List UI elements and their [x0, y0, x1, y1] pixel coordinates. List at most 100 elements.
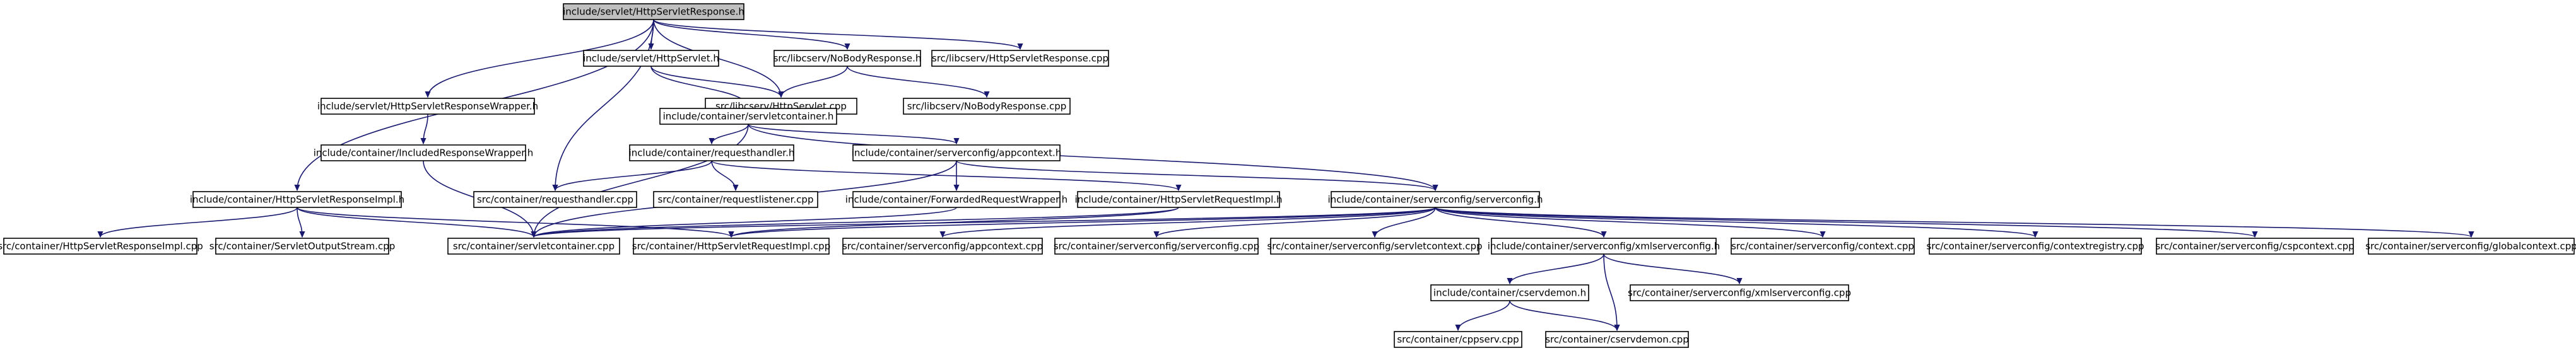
node-label: include/container/serverconfig/appcontex…	[852, 148, 1062, 159]
node-cservdemon-cpp[interactable]: src/container/cservdemon.cpp	[1545, 331, 1689, 348]
node-globalcontext-cpp[interactable]: src/container/serverconfig/globalcontext…	[2365, 238, 2576, 255]
node-servletoutputstream-cpp[interactable]: src/container/ServletOutputStream.cpp	[209, 238, 396, 255]
node-box	[852, 191, 1061, 208]
node-cspcontext-cpp[interactable]: src/container/serverconfig/cspcontext.cp…	[2155, 238, 2355, 255]
node-box	[1630, 284, 1849, 301]
node-label: include/container/HttpServletRequestImpl…	[1074, 194, 1282, 205]
node-box	[1054, 238, 1259, 255]
node-box	[842, 238, 1043, 255]
node-cservdemon-h[interactable]: include/container/cservdemon.h	[1430, 284, 1589, 301]
edge-xmlserverconfig-h-to-cservdemon-h	[1510, 253, 1604, 284]
edge-serverconfig-h-to-xmlserverconfig-h	[1435, 207, 1604, 237]
node-label: src/container/requestlistener.cpp	[658, 194, 814, 205]
edge-serverconfig-h-to-contextregistry-cpp	[1435, 207, 2035, 237]
node-label: src/container/serverconfig/servletcontex…	[1267, 241, 1482, 252]
node-reqimpl-cpp[interactable]: src/container/HttpServletRequestImpl.cpp	[632, 238, 830, 255]
edge-servletcontainer-h-to-requesthandler-h	[712, 124, 749, 144]
node-label: include/servlet/HttpServletResponseWrapp…	[317, 101, 538, 112]
node-label: src/container/serverconfig/xmlserverconf…	[1628, 287, 1851, 299]
edge-serverconfig-h-to-context-cpp	[1435, 207, 1823, 237]
node-servletcontainer-cpp[interactable]: src/container/servletcontainer.cpp	[447, 238, 620, 255]
node-nobody-h[interactable]: src/libcserv/NoBodyResponse.h	[773, 50, 922, 67]
node-box	[1929, 238, 2142, 255]
node-box	[1270, 238, 1479, 255]
node-label: include/container/serverconfig/xmlserver…	[1488, 241, 1720, 252]
node-label: src/container/serverconfig/cspcontext.cp…	[2155, 241, 2354, 252]
edge-reqimpl-h-to-servletcontainer-cpp	[534, 207, 1179, 237]
edge-serverconfig-h-to-servletcontext-cpp	[1375, 207, 1436, 237]
node-serverconfig-h[interactable]: include/container/serverconfig/servercon…	[1328, 191, 1543, 208]
node-box	[633, 238, 830, 255]
node-label: include/servlet/HttpServlet.h	[583, 53, 719, 64]
node-box	[447, 238, 620, 255]
node-servletcontext-cpp[interactable]: src/container/serverconfig/servletcontex…	[1267, 238, 1483, 255]
node-xmlserverconfig-h[interactable]: include/container/serverconfig/xmlserver…	[1488, 238, 1720, 255]
node-requesthandler-h[interactable]: include/container/requesthandler.h	[629, 144, 795, 161]
edge-root-to-libcserv-resp-cpp	[653, 19, 1020, 49]
node-box	[653, 191, 818, 208]
node-xmlserverconfig-cpp[interactable]: src/container/serverconfig/xmlserverconf…	[1628, 284, 1851, 301]
node-label: include/container/IncludedResponseWrappe…	[314, 148, 534, 159]
edge-nobody-h-to-nobody-cpp	[847, 66, 987, 97]
node-box	[1077, 191, 1280, 208]
node-box	[1331, 191, 1540, 208]
node-included-wrapper-h[interactable]: include/container/IncludedResponseWrappe…	[314, 144, 534, 161]
node-box	[583, 50, 719, 67]
node-box	[321, 98, 535, 115]
node-label: src/container/cppserv.cpp	[1397, 334, 1519, 345]
node-requesthandler-cpp[interactable]: src/container/requesthandler.cpp	[473, 191, 637, 208]
edge-layer	[100, 19, 2471, 330]
node-box	[852, 144, 1061, 161]
node-box	[321, 144, 526, 161]
node-label: include/container/serverconfig/servercon…	[1328, 194, 1543, 205]
node-box	[2156, 238, 2354, 255]
edge-respimpl-h-to-respimpl-cpp	[100, 207, 298, 237]
edge-serverconfig-h-to-serverconfig-cpp	[1156, 207, 1436, 237]
node-box	[215, 238, 389, 255]
node-box	[773, 50, 921, 67]
node-appcontext-cpp[interactable]: src/container/serverconfig/appcontext.cp…	[842, 238, 1043, 255]
edge-cservdemon-h-to-cservdemon-cpp	[1509, 300, 1617, 330]
node-label: src/libcserv/NoBodyResponse.h	[773, 53, 922, 64]
edge-servletcontainer-h-to-appcontext-h	[748, 124, 956, 144]
node-nobody-cpp[interactable]: src/libcserv/NoBodyResponse.cpp	[903, 98, 1071, 115]
node-servlet-h[interactable]: include/servlet/HttpServlet.h	[583, 50, 719, 67]
edge-cservdemon-h-to-cppserv-cpp	[1458, 300, 1510, 330]
node-label: src/container/servletcontainer.cpp	[453, 241, 615, 252]
node-respimpl-cpp[interactable]: src/container/HttpServletResponseImpl.cp…	[0, 238, 203, 255]
edge-respimpl-h-to-reqimpl-cpp	[297, 207, 731, 237]
edge-servletcontainer-h-to-servletcontainer-cpp	[534, 124, 749, 237]
node-appcontext-h[interactable]: include/container/serverconfig/appcontex…	[852, 144, 1062, 161]
node-box	[1731, 238, 1915, 255]
node-label: src/container/cservdemon.cpp	[1545, 334, 1689, 345]
node-label: src/container/serverconfig/serverconfig.…	[1054, 241, 1259, 252]
node-context-cpp[interactable]: src/container/serverconfig/context.cpp	[1731, 238, 1915, 255]
node-label: src/container/serverconfig/appcontext.cp…	[842, 241, 1043, 252]
node-label: include/servlet/HttpServletResponse.h	[563, 6, 744, 18]
node-root[interactable]: include/servlet/HttpServletResponse.h	[563, 3, 744, 20]
node-box	[3, 238, 197, 255]
node-box	[1545, 331, 1689, 348]
node-box	[563, 3, 744, 20]
node-box	[931, 50, 1109, 67]
node-cppserv-cpp[interactable]: src/container/cppserv.cpp	[1394, 331, 1522, 348]
node-label: src/container/serverconfig/contextregist…	[1926, 241, 2144, 252]
node-label: src/libcserv/NoBodyResponse.cpp	[907, 101, 1067, 112]
node-contextregistry-cpp[interactable]: src/container/serverconfig/contextregist…	[1926, 238, 2144, 255]
node-libcserv-resp-cpp[interactable]: src/libcserv/HttpServletResponse.cpp	[931, 50, 1109, 67]
edge-requesthandler-h-to-reqimpl-h	[711, 160, 1179, 190]
node-box	[1491, 238, 1717, 255]
node-label: include/container/HttpServletResponseImp…	[190, 194, 404, 205]
node-box	[1394, 331, 1522, 348]
node-layer: include/servlet/HttpServletResponse.h inc…	[0, 3, 2576, 348]
node-respimpl-h[interactable]: include/container/HttpServletResponseImp…	[190, 191, 404, 208]
node-reqimpl-h[interactable]: include/container/HttpServletRequestImpl…	[1074, 191, 1283, 208]
node-servletcontainer-h[interactable]: include/container/servletcontainer.h	[659, 108, 837, 125]
node-requestlistener-cpp[interactable]: src/container/requestlistener.cpp	[653, 191, 818, 208]
node-label: src/container/ServletOutputStream.cpp	[209, 241, 396, 252]
edge-serverconfig-h-to-reqimpl-cpp	[731, 207, 1436, 237]
node-forwarded-wrapper-h[interactable]: include/container/ForwardedRequestWrappe…	[845, 191, 1067, 208]
node-serverconfig-cpp[interactable]: src/container/serverconfig/serverconfig.…	[1054, 238, 1259, 255]
node-wrapper-h[interactable]: include/servlet/HttpServletResponseWrapp…	[317, 98, 538, 115]
